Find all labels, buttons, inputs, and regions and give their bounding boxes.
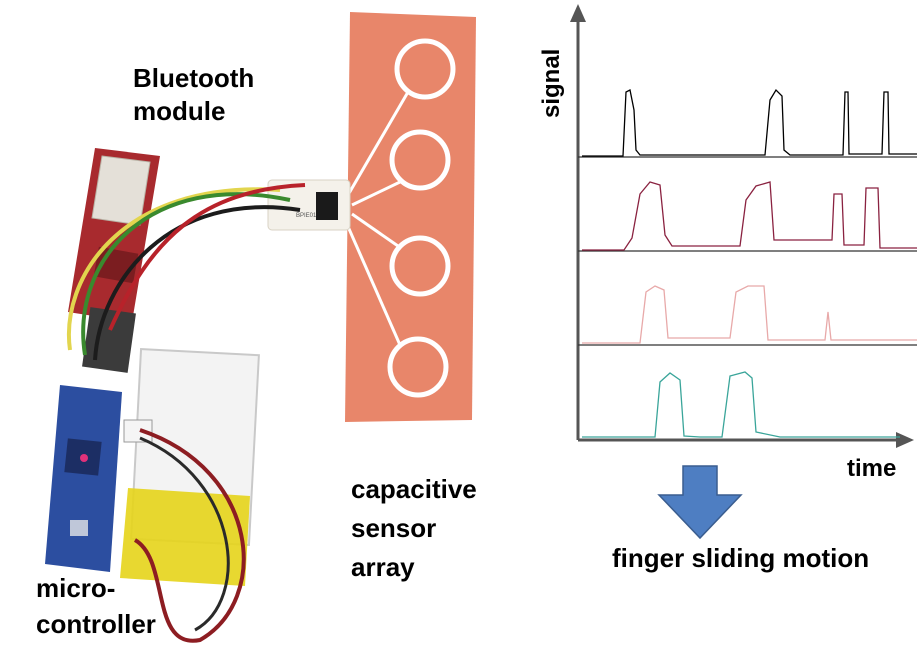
electrode-4 <box>387 336 449 398</box>
down-arrow-icon <box>657 465 743 540</box>
chip-marking: BPIE01 <box>296 213 317 219</box>
electrode-traces <box>344 91 410 346</box>
x-axis-arrowhead <box>896 432 914 448</box>
bluetooth-label-line1: Bluetooth <box>133 63 255 93</box>
micro-label-line2: controller <box>36 609 156 640</box>
signal-trace-channel-2 <box>582 181 917 251</box>
wires <box>67 183 306 643</box>
signal-trace-channel-1 <box>582 88 917 157</box>
microcontroller-label: micro- controller <box>36 570 156 643</box>
capacitive-sensor-label: capacitive sensor array <box>351 470 477 587</box>
y-axis-label: signal <box>538 48 565 118</box>
signal-trace-channel-3 <box>582 285 917 344</box>
capacitive-sensor-array <box>344 12 476 422</box>
microcontroller-board <box>45 385 122 572</box>
y-axis-arrowhead <box>570 4 586 22</box>
capacitive-label-line2: sensor <box>351 513 437 543</box>
plot-caption: finger sliding motion <box>612 543 870 573</box>
sensor-chip: BPIE01 <box>267 179 351 231</box>
bluetooth-label-line2: module <box>133 96 226 127</box>
hardware-photo: BPIE01 <box>45 12 476 643</box>
electrode-3 <box>389 235 451 297</box>
x-axis-label: time <box>847 455 897 482</box>
sensor-sheet <box>345 12 476 422</box>
signal-trace-channel-4 <box>582 371 900 438</box>
electrode-2 <box>389 129 451 191</box>
capacitive-label-line3: array <box>351 552 415 582</box>
electrode-1 <box>394 38 456 100</box>
capacitive-label-line1: capacitive <box>351 474 477 504</box>
micro-label-line1: micro- <box>36 573 116 603</box>
bluetooth-module-label: Bluetooth module <box>133 62 254 129</box>
